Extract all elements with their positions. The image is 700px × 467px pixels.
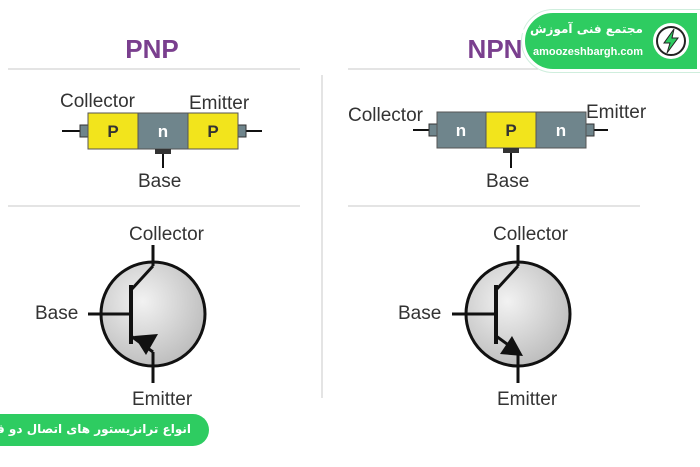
pnp-p-layer-left — [87, 112, 139, 150]
npn-base-label: Base — [486, 171, 529, 192]
brand-badge[interactable]: مجتمع فنی آموزش برق amoozeshbargh.com — [503, 10, 700, 72]
npn-emitter-arrow — [500, 336, 523, 356]
caption-text: انواع ترانزیستور های اتصال دو قطبی — [0, 422, 191, 436]
pnp-symbol-emitter-label: Emitter — [132, 389, 193, 410]
pnp-emitter-label: Emitter — [189, 93, 250, 114]
npn-layer-1-label: n — [456, 121, 466, 140]
npn-block: n P n Collector Emitter Base — [348, 102, 647, 192]
npn-symbol-collector-label: Collector — [493, 224, 569, 245]
npn-layer-3-label: n — [556, 121, 566, 140]
pnp-symbol-base-label: Base — [35, 303, 78, 324]
pnp-layer-1-label: P — [107, 122, 118, 141]
npn-layer-2-label: P — [505, 121, 516, 140]
pnp-base-label: Base — [138, 171, 181, 192]
pnp-emitter-arrow — [134, 334, 158, 355]
lightning-bolt-icon — [653, 23, 689, 59]
npn-n-layer-left — [436, 111, 487, 149]
pnp-symbol-collector-label: Collector — [129, 224, 205, 245]
pnp-collector-label: Collector — [60, 91, 136, 112]
brand-name: مجتمع فنی آموزش برق — [503, 22, 643, 36]
pnp-title: PNP — [125, 34, 178, 64]
npn-collector-label: Collector — [348, 105, 424, 126]
pnp-symbol: Collector Base Emitter — [35, 224, 207, 410]
npn-symbol-emitter-label: Emitter — [497, 389, 558, 410]
pnp-block: P n P Collector Emitter Base — [60, 91, 262, 192]
npn-symbol-base-label: Base — [398, 303, 441, 324]
npn-title: NPN — [468, 34, 523, 64]
brand-domain: amoozeshbargh.com — [532, 46, 643, 58]
pnp-p-layer-right — [187, 112, 239, 150]
caption-banner: انواع ترانزیستور های اتصال دو قطبی — [0, 411, 212, 449]
npn-symbol: Collector Base Emitter — [398, 224, 572, 410]
npn-n-layer-right — [535, 111, 587, 149]
pnp-layer-3-label: P — [207, 122, 218, 141]
npn-emitter-label: Emitter — [586, 102, 647, 123]
pnp-layer-2-label: n — [158, 122, 168, 141]
